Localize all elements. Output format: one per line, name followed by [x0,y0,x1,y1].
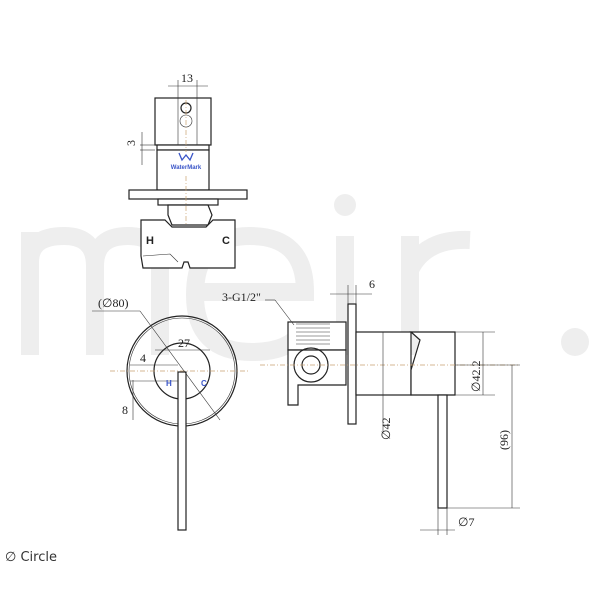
side-lever [437,394,448,509]
dim-body-diameter: ∅42 [379,418,393,440]
dim-width: 13 [181,71,193,85]
front-cold-label: C [201,379,207,388]
dim-plate: 6 [369,277,375,291]
legend-label: Circle [20,550,57,565]
dim-inner: 27 [178,336,190,350]
handle-block [154,97,212,146]
side-body [355,331,412,396]
dim-lever-diameter: ∅7 [458,515,474,529]
top-hot-label: H [146,235,154,247]
dim-lever-length: (96) [497,430,511,450]
dim-handle-diameter: ∅42.2 [469,361,483,392]
dim-a: 4 [140,351,146,365]
top-view: WaterMark H C 13 3 [124,71,248,269]
legend: ∅ Circle [5,550,57,565]
certification-mark: WaterMark [171,165,202,171]
diameter-symbol: ∅ [5,550,17,565]
thread-label: 3-G1/2" [222,290,261,304]
dim-offset: 3 [124,140,138,146]
front-hot-label: H [166,379,172,388]
dim-b: 8 [122,403,128,417]
watermark-logo [21,194,589,362]
side-view: 3-G1/2" 6 ∅42 ∅42.2 (96) ∅7 [222,277,520,535]
valve-housing [140,219,236,269]
watermark-cert-icon [178,152,194,162]
lever [177,371,187,531]
dim-diameter: (∅80) [98,296,128,310]
top-cold-label: C [222,235,230,247]
wall-plate [128,189,248,200]
hex-nut [167,204,213,226]
side-wall-plate [347,303,357,425]
front-view: (∅80) 27 4 8 H C [92,296,250,531]
valve-body [156,149,210,191]
